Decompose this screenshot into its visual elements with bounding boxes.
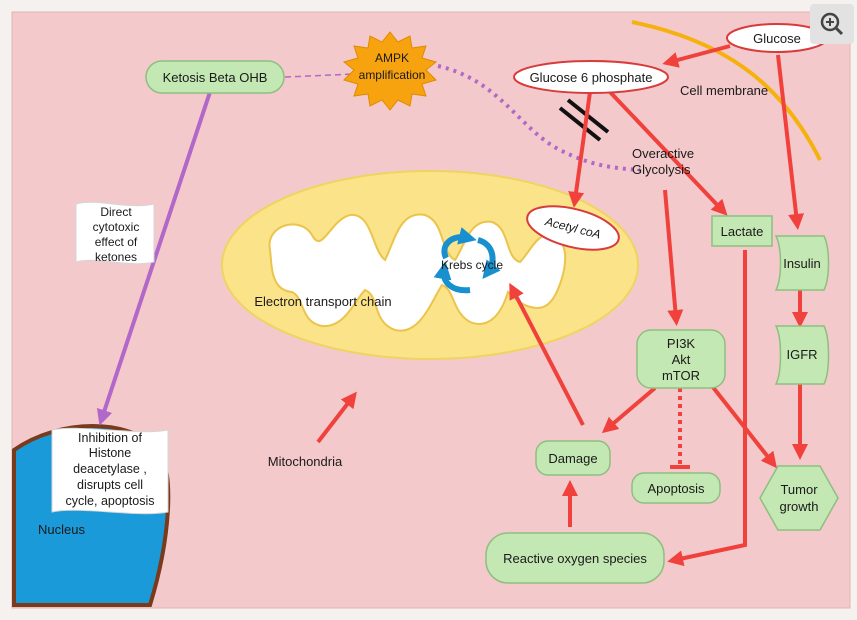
mitochondria-label: Mitochondria [268, 454, 343, 469]
nucleus-label: Nucleus [38, 522, 85, 537]
lactate-node: Lactate [711, 215, 773, 247]
ketosis-label: Ketosis Beta OHB [163, 70, 268, 85]
ampk-burst: AMPK amplification [342, 31, 438, 111]
cell-membrane-line [631, 20, 822, 161]
zoom-in-icon [820, 12, 844, 36]
pi3k-label-line2: Akt [672, 352, 691, 367]
lactate-label: Lactate [721, 224, 764, 239]
g6p-to-lactate-arrow [608, 90, 728, 216]
ros-label: Reactive oxygen species [503, 551, 647, 566]
tumor-growth-node: Tumor growth [759, 465, 839, 531]
insulin-label: Insulin [783, 256, 821, 271]
apoptosis-node: Apoptosis [631, 472, 721, 504]
damage-node: Damage [535, 440, 611, 476]
pi3k-label-line1: PI3K [667, 336, 696, 351]
lactate-to-ros-arrow [667, 250, 747, 567]
pi3k-label-line3: mTOR [662, 368, 700, 383]
inhibition-label-line3: deacetylase , [73, 462, 147, 476]
g6p-node: Glucose 6 phosphate [513, 60, 669, 94]
glucose-to-g6p-arrow [662, 44, 731, 68]
inhibition-label-line4: disrupts cell [77, 478, 143, 492]
zoom-in-button[interactable] [810, 4, 854, 44]
insulin-node: Insulin [774, 235, 830, 291]
ampk-dotted-path [437, 64, 641, 172]
red-arrows [316, 44, 808, 567]
etc-label: Electron transport chain [254, 294, 391, 309]
direct-cytotoxic-note: Direct cytotoxic effect of ketones [75, 201, 155, 265]
ros-node: Reactive oxygen species [485, 532, 665, 584]
inhibition-label-line2: Histone [89, 446, 131, 460]
ketosis-to-nucleus-arrow [96, 91, 212, 426]
tumor-label-line2: growth [779, 499, 818, 514]
damage-to-krebs-arrow [509, 282, 585, 426]
direct-label-line1: Direct [100, 205, 132, 219]
mitochondria-pointer-arrow [316, 391, 357, 444]
g6p-to-acetyl-arrow [568, 91, 592, 208]
damage-label: Damage [548, 451, 597, 466]
overactive-label-line2: Glycolysis [632, 162, 691, 177]
krebs-label: Krebs cycle [441, 258, 503, 272]
tumor-label-line1: Tumor [780, 482, 818, 497]
apoptosis-label: Apoptosis [647, 481, 705, 496]
glucose-node: Glucose [726, 23, 828, 53]
inhibition-note: Inhibition of Histone deacetylase , disr… [51, 427, 169, 515]
ampk-label-line2: amplification [359, 68, 426, 82]
krebs-cycle-arrows [433, 227, 501, 294]
inhibition-label-line1: Inhibition of [78, 431, 142, 445]
direct-label-line4: ketones [95, 250, 137, 264]
pi3k-to-damage-arrow [601, 386, 657, 434]
pi3k-to-tumor-arrow [710, 384, 777, 469]
ampk-label-line1: AMPK [375, 51, 409, 65]
ketosis-node: Ketosis Beta OHB [145, 60, 285, 94]
glucose-label: Glucose [753, 31, 801, 46]
g6p-label: Glucose 6 phosphate [530, 70, 653, 85]
direct-label-line2: cytotoxic [93, 220, 140, 234]
cell-membrane-label: Cell membrane [680, 83, 768, 98]
igfr-label: IGFR [786, 347, 817, 362]
direct-label-line3: effect of [95, 235, 138, 249]
overactive-label-line1: Overactive [632, 146, 694, 161]
ketosis-ampk-link [284, 73, 356, 78]
igfr-node: IGFR [774, 325, 830, 385]
glycolysis-to-pi3k-arrow [663, 189, 684, 326]
inhibition-label-line5: cycle, apoptosis [66, 494, 155, 508]
glucose-to-insulin-arrow [776, 54, 805, 230]
pi3k-node: PI3K Akt mTOR [636, 329, 726, 389]
acetyl-coa-node: Acetyl coA [526, 205, 620, 251]
